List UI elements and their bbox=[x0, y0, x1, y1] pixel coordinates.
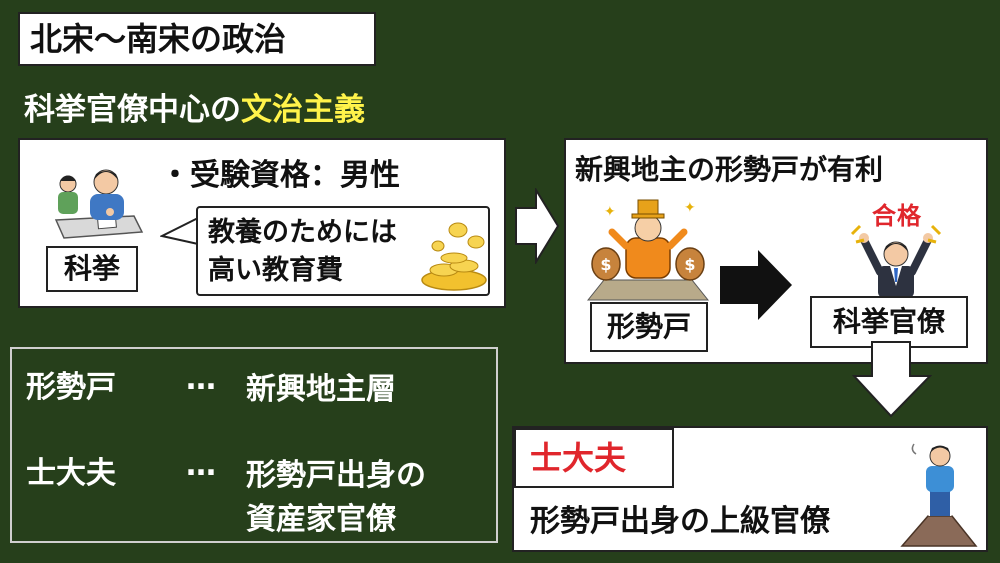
speech-bubble: 教養のためには 高い教育費 bbox=[196, 206, 490, 296]
subtitle-highlight: 文治主義 bbox=[241, 92, 365, 128]
svg-text:$: $ bbox=[684, 255, 695, 274]
definition-dots: … bbox=[186, 362, 216, 397]
svg-text:$: $ bbox=[600, 255, 611, 274]
eligibility-bullet: ・受験資格：男性 bbox=[160, 158, 400, 193]
svg-text:✦: ✦ bbox=[604, 204, 616, 220]
definition-description-line2: 資産家官僚 bbox=[246, 502, 396, 537]
svg-text:✦: ✦ bbox=[684, 200, 696, 216]
landlord-panel-title: 新興地主の形勢戸が有利 bbox=[575, 153, 884, 186]
rich-landlord-illustration: $ $ ✦ ✦ bbox=[586, 199, 710, 301]
right-arrow-icon bbox=[515, 188, 560, 264]
page-title: 北宋〜南宋の政治 bbox=[18, 12, 376, 66]
exam-student-illustration bbox=[54, 169, 144, 239]
keiseiko-label: 形勢戸 bbox=[590, 302, 708, 352]
gold-coins-icon bbox=[421, 222, 487, 291]
passed-stamp: 合格 bbox=[872, 202, 922, 230]
proud-official-illustration bbox=[900, 443, 978, 547]
shidaifu-description: 形勢戸出身の上級官僚 bbox=[530, 504, 830, 539]
down-arrow-icon bbox=[852, 341, 932, 418]
kakyo-label: 科挙 bbox=[46, 246, 138, 292]
definition-term: 士大夫 bbox=[26, 456, 116, 491]
subtitle-prefix: 科挙官僚中心の bbox=[24, 92, 241, 128]
sparkle-icon bbox=[850, 224, 942, 244]
subtitle: 科挙官僚中心の文治主義 bbox=[24, 84, 365, 129]
definition-dots: … bbox=[186, 448, 216, 483]
shidaifu-label: 士大夫 bbox=[514, 428, 674, 488]
black-right-arrow-icon bbox=[720, 250, 792, 320]
definition-description: 形勢戸出身の bbox=[246, 458, 426, 493]
bubble-line-1: 教養のためには bbox=[208, 217, 397, 248]
definitions-panel bbox=[10, 347, 498, 543]
definition-description: 新興地主層 bbox=[246, 372, 396, 407]
bubble-line-2: 高い教育費 bbox=[208, 255, 343, 286]
definition-term: 形勢戸 bbox=[26, 370, 116, 405]
